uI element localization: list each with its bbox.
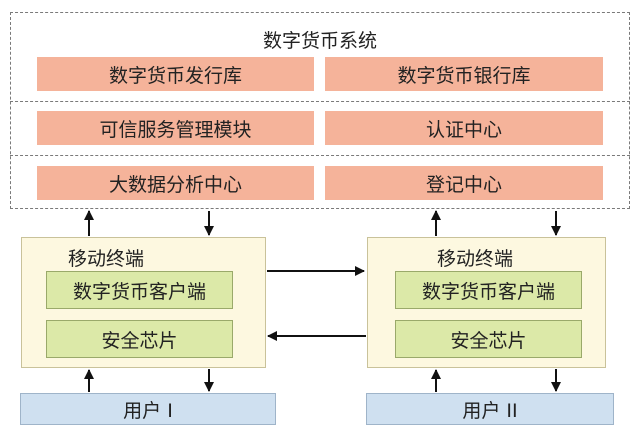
registration-center: 登记中心 xyxy=(325,166,603,200)
bank-database: 数字货币银行库 xyxy=(325,57,603,91)
system-divider-2 xyxy=(10,155,630,156)
system-divider-1 xyxy=(10,101,630,102)
mobile-terminal-2-label: 移动终端 xyxy=(436,248,513,270)
digital-currency-system xyxy=(10,12,630,209)
mobile-terminal-1-label: 移动终端 xyxy=(67,248,144,270)
client-app-1: 数字货币客户端 xyxy=(46,271,233,309)
certification-center: 认证中心 xyxy=(325,111,603,145)
client-app-2: 数字货币客户端 xyxy=(395,271,582,309)
user-2: 用户 II xyxy=(366,393,614,425)
security-chip-2: 安全芯片 xyxy=(395,320,582,358)
user-1: 用户 I xyxy=(20,393,276,425)
system-title: 数字货币系统 xyxy=(262,29,377,52)
trusted-service-module: 可信服务管理模块 xyxy=(37,111,314,145)
security-chip-1: 安全芯片 xyxy=(46,320,233,358)
big-data-center: 大数据分析中心 xyxy=(37,166,314,200)
issuance-database: 数字货币发行库 xyxy=(37,57,314,91)
